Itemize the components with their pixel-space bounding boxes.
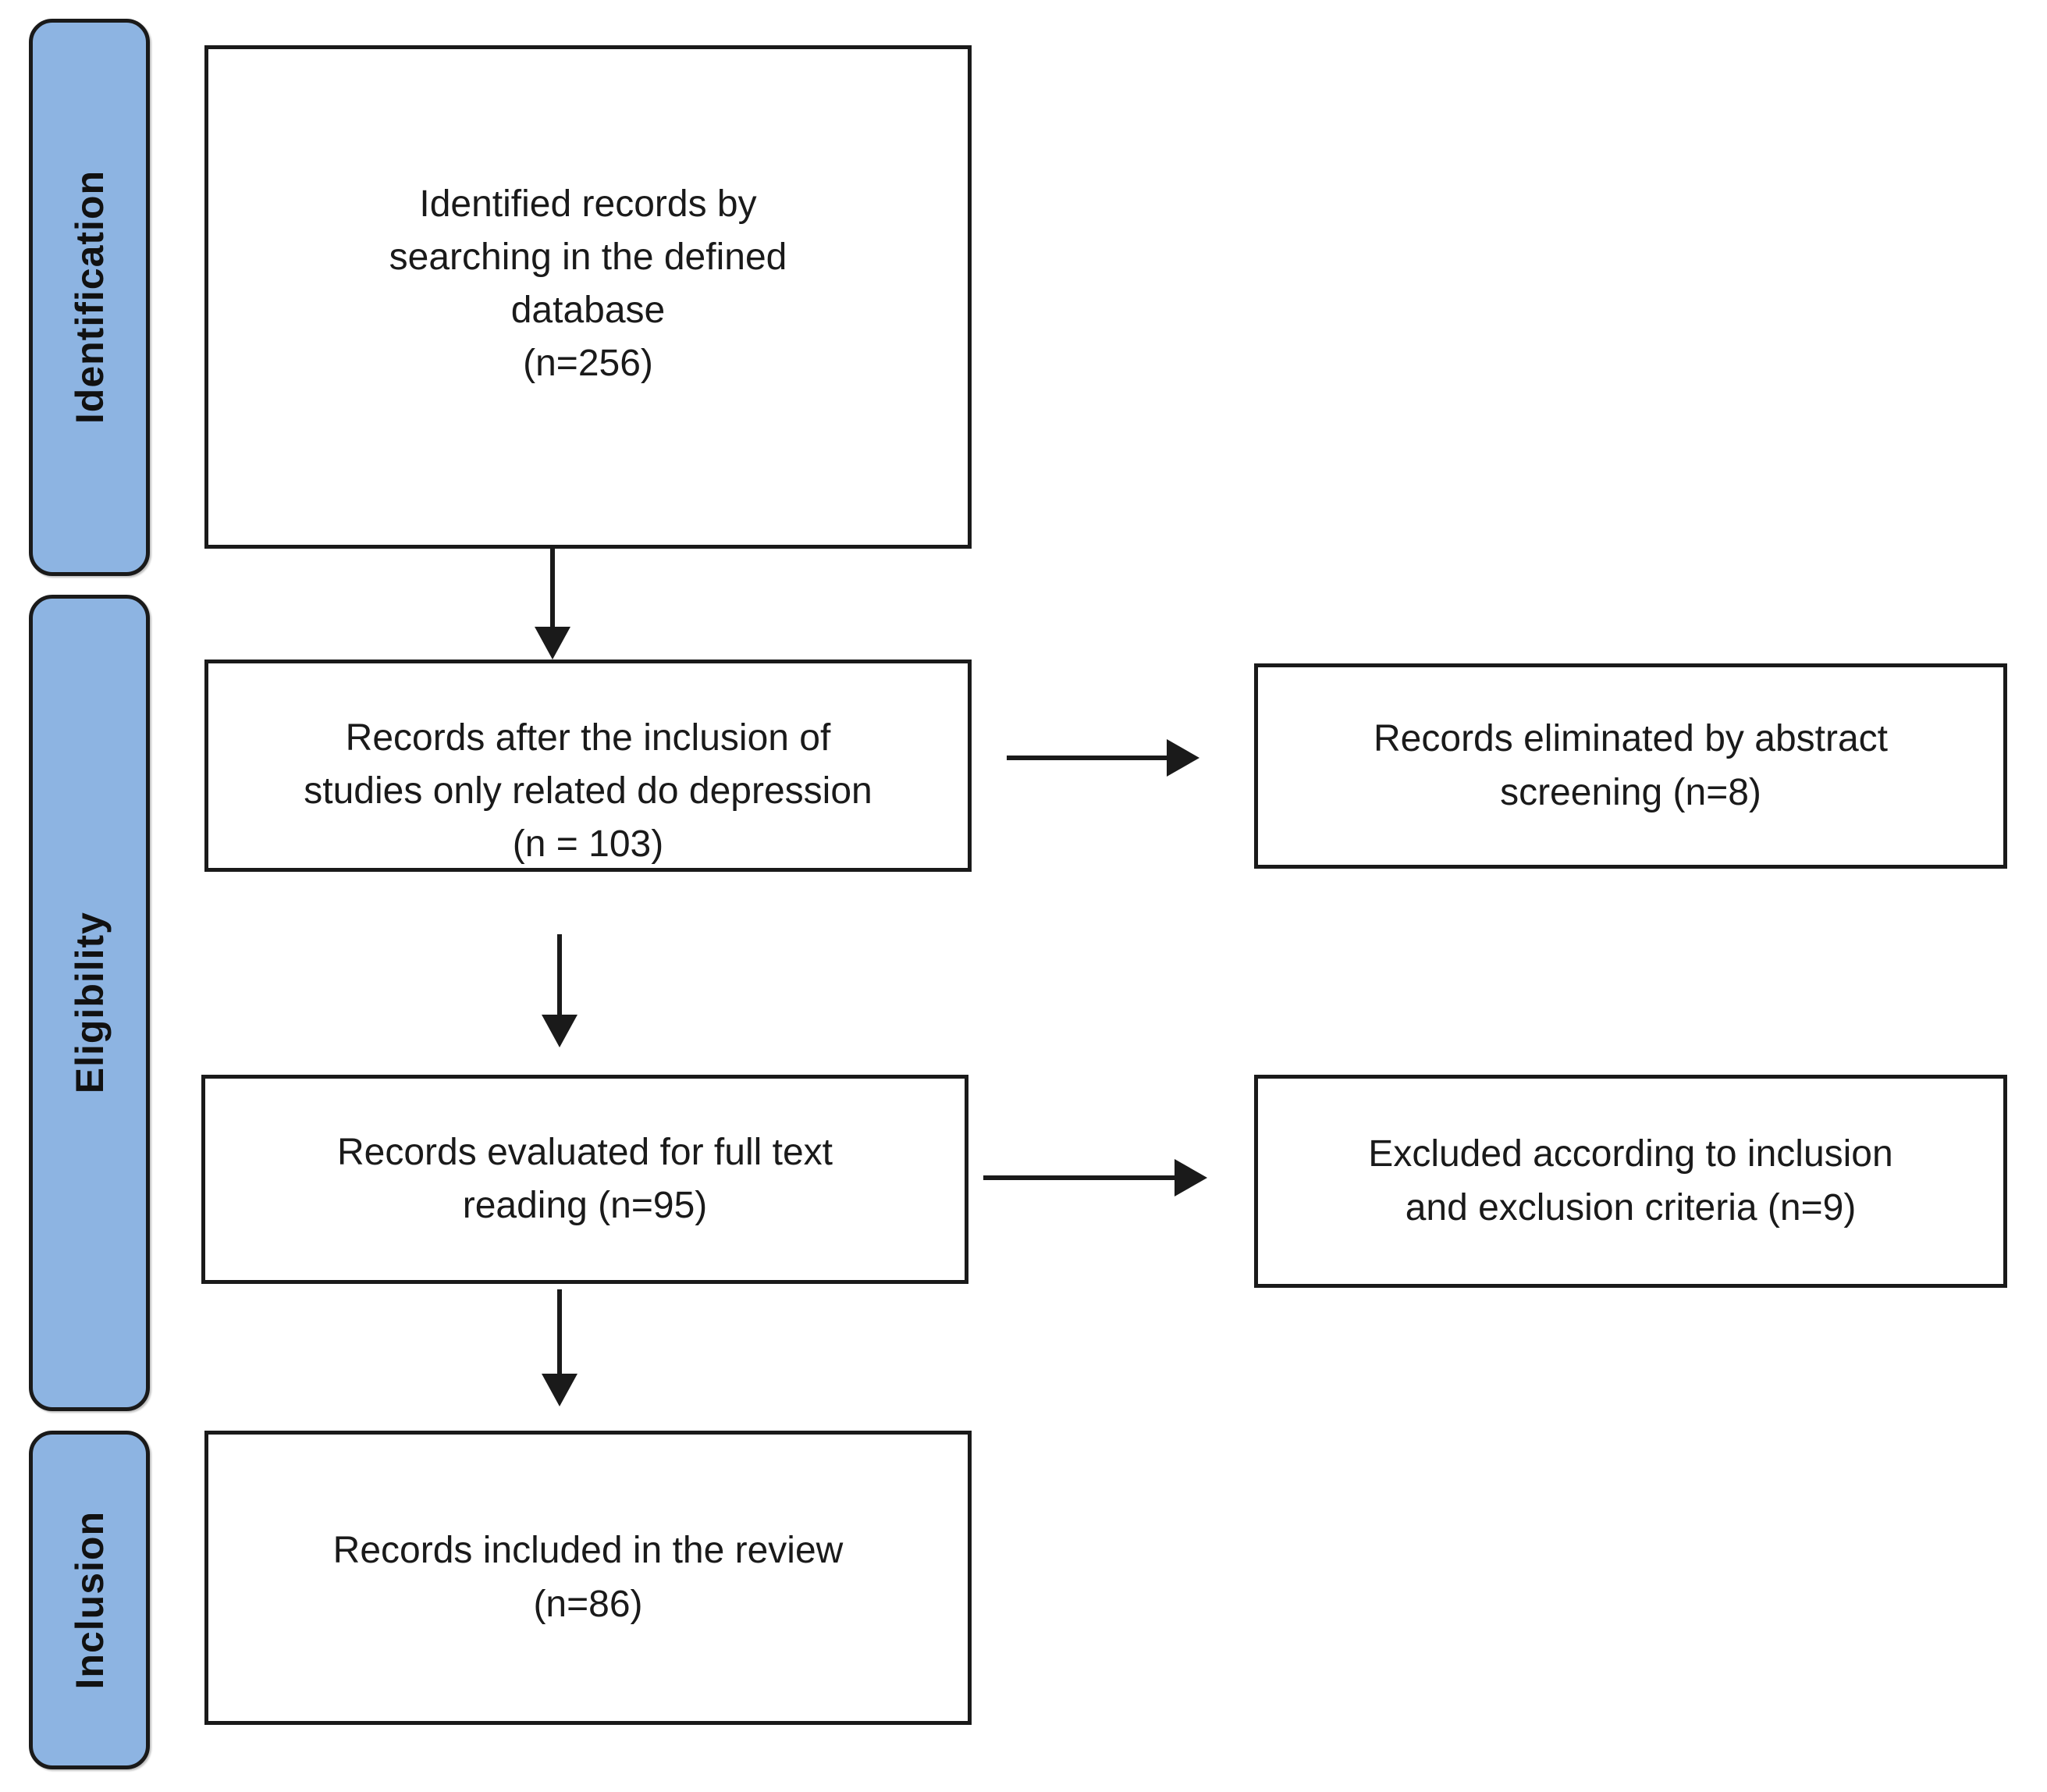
stage-eligibility-label: Eligibility [67,912,112,1094]
arrow-full-text-to-included-line [557,1289,562,1378]
box-eliminated-text: Records eliminated by abstract screening… [1374,713,1888,819]
box-full-text-line-1: Records evaluated for full text [337,1131,833,1173]
box-records-after-inclusion: Records after the inclusion of studies o… [204,660,972,872]
box-after-inclusion-line-3: (n = 103) [512,823,664,866]
box-excluded-line-2: and exclusion criteria (n=9) [1405,1186,1857,1228]
arrow-down-icon [542,1374,577,1406]
box-identified-line-3: database [510,290,666,332]
box-excluded-by-criteria: Excluded according to inclusion and excl… [1254,1075,2007,1288]
arrow-to-eliminated-line [1007,756,1167,760]
stage-identification: Identification [29,19,150,576]
box-eliminated-line-1: Records eliminated by abstract [1374,718,1888,760]
arrow-identified-to-after-inclusion-line [550,549,555,630]
arrow-down-icon [542,1015,577,1047]
box-included-in-review: Records included in the review (n=86) [204,1431,972,1725]
arrow-after-inclusion-to-full-text-line [557,934,562,1019]
box-identified-records: Identified records by searching in the d… [204,45,972,549]
arrow-to-excluded-line [983,1175,1175,1180]
box-identified-line-4: (n=256) [523,343,653,385]
box-included-in-review-text: Records included in the review (n=86) [333,1524,844,1630]
arrow-right-icon [1167,739,1199,777]
box-full-text-evaluated: Records evaluated for full text reading … [201,1075,968,1284]
box-identified-line-2: searching in the defined [389,236,787,279]
box-eliminated-line-2: screening (n=8) [1500,771,1761,813]
stage-inclusion: Inclusion [29,1431,150,1769]
arrow-down-icon [535,627,570,660]
box-after-inclusion-line-1: Records after the inclusion of [345,717,831,759]
box-full-text-evaluated-text: Records evaluated for full text reading … [337,1126,833,1232]
stage-eligibility: Eligibility [29,595,150,1411]
stage-identification-label: Identification [67,170,112,425]
box-after-inclusion-line-2: studies only related do depression [304,770,872,812]
box-full-text-line-2: reading (n=95) [462,1185,708,1226]
box-eliminated-by-abstract-screening: Records eliminated by abstract screening… [1254,663,2007,869]
box-included-line-2: (n=86) [533,1583,643,1625]
arrow-right-icon [1175,1159,1207,1196]
box-excluded-line-1: Excluded according to inclusion [1368,1133,1893,1175]
box-excluded-text: Excluded according to inclusion and excl… [1368,1128,1892,1234]
box-included-line-1: Records included in the review [332,1530,844,1572]
box-identified-line-1: Identified records by [419,183,757,225]
stage-inclusion-label: Inclusion [67,1510,112,1690]
